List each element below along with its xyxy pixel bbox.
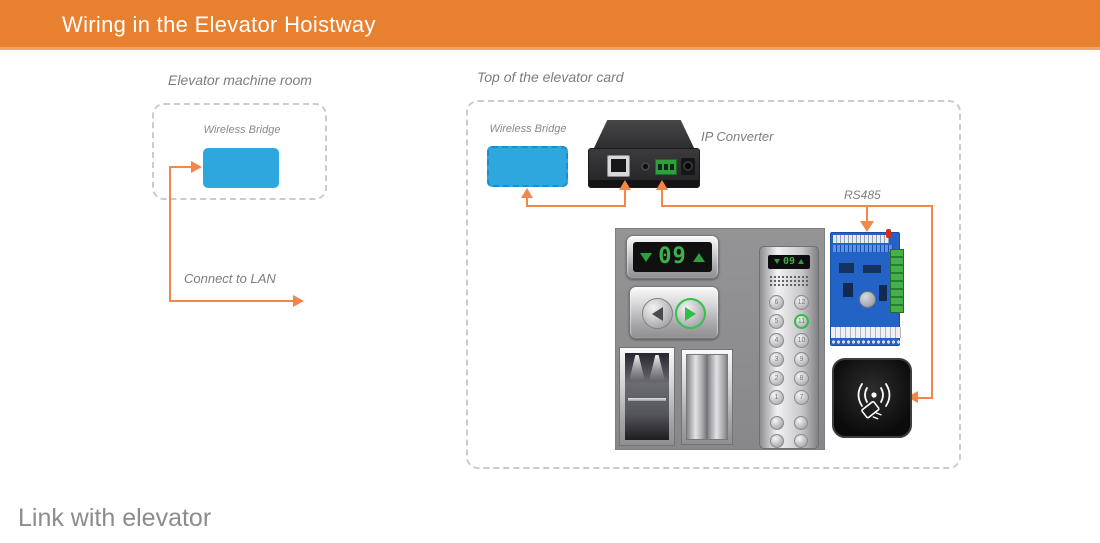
floor-button: 7 [794, 390, 809, 405]
pcb-chip [879, 285, 887, 301]
floor-button-grid: 6 12 5 11 4 10 3 9 2 8 1 7 [769, 295, 809, 405]
arrow-into-reader-icon [907, 391, 918, 403]
pcb-screw-row [831, 339, 901, 345]
arrow-into-terminal-icon [656, 180, 668, 190]
arrow-into-board-icon [860, 221, 874, 232]
rs485-line [931, 205, 933, 399]
hall-call-down-button [642, 298, 673, 329]
rfid-signal-icon [857, 383, 891, 420]
ip-converter-top-face [593, 120, 695, 150]
pcb-chip [843, 283, 853, 297]
utility-button [794, 434, 808, 448]
cab-handrail [628, 398, 666, 402]
floor-button: 2 [769, 371, 784, 386]
car-operating-panel: 09 6 12 5 11 4 10 3 9 2 8 1 7 [759, 246, 819, 449]
elevator-door-open [619, 347, 675, 446]
machine-room-bridge-label: Wireless Bridge [203, 124, 281, 136]
pcb-terminal-row [831, 327, 901, 338]
rs485-label: RS485 [844, 188, 881, 202]
slide-title-bar: Wiring in the Elevator Hoistway [0, 0, 1100, 50]
cop-display-screen: 09 [768, 255, 810, 269]
bridge-converter-line [526, 196, 528, 207]
utility-button [770, 434, 784, 448]
rs485-terminal-block [655, 159, 677, 175]
ethernet-port [607, 155, 630, 177]
ip-converter-front-face [588, 148, 700, 188]
lan-connector-line [169, 300, 294, 302]
floor-button: 12 [794, 295, 809, 310]
floor-button: 3 [769, 352, 784, 367]
connect-to-lan-label: Connect to LAN [184, 271, 276, 286]
floor-button-lit: 11 [794, 314, 809, 329]
elevator-control-board [830, 229, 904, 346]
arrow-to-lan-icon [293, 295, 304, 307]
floor-button: 1 [769, 390, 784, 405]
elevator-cab-interior [625, 353, 669, 440]
rs485-line [661, 188, 663, 207]
floor-button: 6 [769, 295, 784, 310]
elevator-photo: 09 09 6 12 [615, 228, 825, 450]
up-triangle-icon [692, 252, 705, 262]
lan-connector-line [169, 166, 193, 168]
speaker-grille [769, 274, 809, 288]
lan-connector-line [169, 166, 171, 302]
floor-button: 4 [769, 333, 784, 348]
utility-button-grid [770, 416, 808, 448]
rs485-line [661, 205, 933, 207]
elevator-top-title: Top of the elevator card [477, 69, 624, 85]
slide-caption: Link with elevator [18, 504, 212, 532]
cab-light-beam [629, 355, 645, 381]
elevator-top-bridge-label: Wireless Bridge [489, 123, 567, 135]
hall-call-panel [629, 286, 719, 339]
right-triangle-icon [685, 306, 696, 321]
ip-converter-label: IP Converter [701, 129, 774, 144]
pcb-battery [859, 291, 876, 308]
pcb-green-connector [890, 249, 904, 313]
door-panels [686, 354, 728, 440]
utility-button [794, 416, 808, 430]
down-triangle-icon [640, 252, 653, 262]
wireless-bridge-machine-room [203, 148, 279, 188]
elevator-door-closed [681, 349, 733, 445]
rs485-line [917, 397, 933, 399]
pcb-terminal-row [833, 235, 889, 243]
ip-converter-device [588, 120, 700, 188]
arrow-into-bridge2-icon [521, 188, 533, 198]
cab-light-beam [649, 355, 665, 381]
audio-jack [641, 162, 650, 171]
up-triangle-icon [798, 259, 805, 265]
floor-button: 8 [794, 371, 809, 386]
bridge-converter-line [624, 188, 626, 207]
slide-title: Wiring in the Elevator Hoistway [62, 12, 376, 37]
dc-power-jack [681, 158, 695, 175]
floor-button: 9 [794, 352, 809, 367]
elevator-top-box [466, 100, 961, 469]
floor-button: 10 [794, 333, 809, 348]
bridge-converter-line [526, 205, 626, 207]
arrow-into-bridge-icon [191, 161, 202, 173]
floor-button: 5 [769, 314, 784, 329]
machine-room-title: Elevator machine room [168, 72, 312, 88]
rfid-card-reader [832, 358, 912, 438]
machine-room-box [152, 103, 327, 200]
pcb-terminal-row [833, 245, 893, 252]
hall-floor-number: 09 [658, 244, 687, 269]
pcb-chip [839, 263, 854, 273]
wireless-bridge-elevator-top [487, 146, 568, 187]
left-triangle-icon [652, 306, 663, 321]
hall-floor-display: 09 [626, 235, 719, 279]
pcb-chip [863, 265, 881, 273]
ip-converter-base [589, 180, 699, 187]
hall-call-up-button [675, 298, 706, 329]
pcb-led [886, 229, 891, 238]
utility-button [770, 416, 784, 430]
cop-floor-number: 09 [782, 255, 796, 267]
down-triangle-icon [773, 259, 780, 265]
arrow-into-ethernet-icon [619, 180, 631, 190]
hall-display-screen: 09 [633, 242, 712, 272]
rs485-branch-line [866, 205, 868, 222]
